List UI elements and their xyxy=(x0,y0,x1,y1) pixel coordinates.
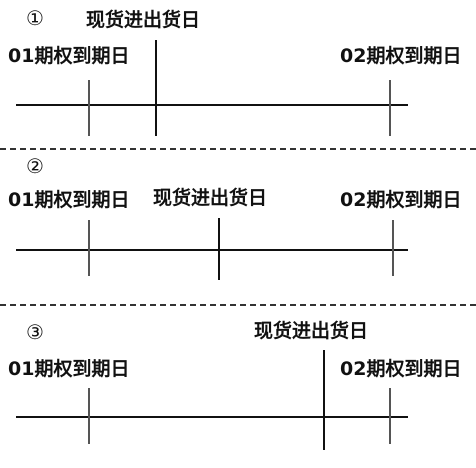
option-02-expiry-label: 02期权到期日 xyxy=(340,358,462,380)
option-01-tick xyxy=(88,220,90,276)
divider xyxy=(0,304,476,306)
spot-date-tick xyxy=(155,40,157,136)
option-01-tick xyxy=(88,388,90,444)
option-02-tick xyxy=(392,220,394,276)
divider xyxy=(0,148,476,150)
panel-number: ① xyxy=(26,6,44,30)
spot-date-tick xyxy=(218,218,220,280)
spot-date-label: 现货进出货日 xyxy=(86,9,201,31)
timeline xyxy=(16,249,408,251)
spot-date-label: 现货进出货日 xyxy=(153,187,268,209)
option-02-tick xyxy=(389,80,391,136)
option-01-expiry-label: 01期权到期日 xyxy=(8,189,130,211)
option-01-expiry-label: 01期权到期日 xyxy=(8,45,130,67)
timeline xyxy=(16,416,408,418)
panel-number: ③ xyxy=(26,320,44,344)
panel-number: ② xyxy=(26,154,44,178)
option-02-expiry-label: 02期权到期日 xyxy=(340,45,462,67)
spot-date-tick xyxy=(323,350,325,450)
spot-date-label: 现货进出货日 xyxy=(254,320,369,342)
timeline xyxy=(16,104,408,106)
option-01-expiry-label: 01期权到期日 xyxy=(8,358,130,380)
option-02-expiry-label: 02期权到期日 xyxy=(340,189,462,211)
option-02-tick xyxy=(389,388,391,444)
option-01-tick xyxy=(88,80,90,136)
